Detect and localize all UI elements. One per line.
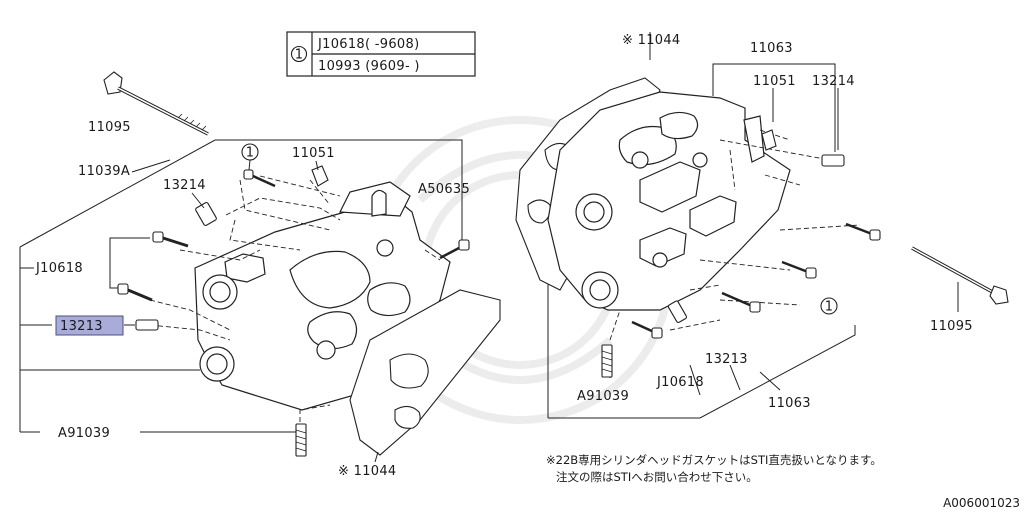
figure-code: A006001023 [943, 496, 1020, 510]
bolt-a50635[interactable] [439, 239, 470, 260]
bolt-11095-right[interactable] [911, 246, 1009, 305]
seal-13214-right[interactable] [821, 154, 845, 167]
left-dashed-guides [149, 175, 441, 430]
gasket-11044-left[interactable] [349, 289, 501, 456]
bolt-right-lower[interactable] [721, 291, 761, 313]
label-11095-right: 11095 [930, 319, 973, 334]
seal-13214-left[interactable] [195, 202, 217, 226]
legend-row-1: J10618( -9608) [317, 37, 419, 52]
label-ref-1-left: 1 [246, 146, 255, 161]
stud-a91039-left[interactable] [295, 423, 307, 457]
pin-13213-left[interactable] [135, 319, 159, 331]
label-j10618-left: J10618 [35, 261, 83, 276]
label-11095-left: 11095 [88, 120, 131, 135]
label-13213-right: 13213 [705, 352, 748, 367]
bolt-j10618-lower[interactable] [117, 283, 153, 302]
bolt-j10618-upper[interactable] [152, 231, 189, 248]
label-13214-right: 13214 [812, 74, 855, 89]
legend-index: 1 [295, 48, 304, 63]
footnote-line-2: 注文の際はSTIへお問い合わせ下さい。 [556, 470, 758, 484]
left-bracket-lines [19, 139, 463, 433]
label-13213-left: 13213 [60, 319, 103, 334]
label-13214-left: 13214 [163, 178, 206, 193]
bolt-right-upper[interactable] [845, 222, 881, 241]
bolt-11095-left[interactable] [103, 71, 209, 136]
label-13213-left-highlight[interactable]: 13213 [55, 315, 124, 336]
footnote-line-1: ※22B専用シリンダヘッドガスケットはSTI直売扱いとなります。 [546, 453, 882, 467]
bolt-11095-left-small[interactable] [243, 169, 276, 188]
label-11039a: 11039A [78, 164, 130, 179]
label-11044-right: ※ 11044 [622, 33, 680, 48]
label-11044-left: ※ 11044 [338, 464, 396, 479]
stud-a91039-right[interactable] [601, 344, 613, 378]
pin-13213-right[interactable] [667, 300, 688, 323]
bolt-right-mid[interactable] [781, 260, 817, 279]
cap-11051-left[interactable] [311, 165, 329, 187]
label-a50635: A50635 [418, 182, 470, 197]
bolt-j10618-right[interactable] [631, 320, 663, 339]
label-11051-right: 11051 [753, 74, 796, 89]
label-j10618-right: J10618 [656, 375, 704, 390]
label-11051-left: 11051 [292, 146, 335, 161]
label-11063-top: 11063 [750, 41, 793, 56]
legend-row-2: 10993 (9609- ) [318, 59, 420, 74]
label-11063-bottom: 11063 [768, 396, 811, 411]
label-a91039-right: A91039 [577, 389, 629, 404]
label-a91039-left: A91039 [58, 426, 110, 441]
label-ref-1-right: 1 [825, 300, 834, 315]
cap-11051-right[interactable] [761, 129, 777, 151]
legend-box: 1 J10618( -9608) 10993 (9609- ) [286, 31, 476, 77]
right-dashed-guides [609, 129, 861, 341]
cylinder-head-right[interactable] [547, 91, 791, 311]
